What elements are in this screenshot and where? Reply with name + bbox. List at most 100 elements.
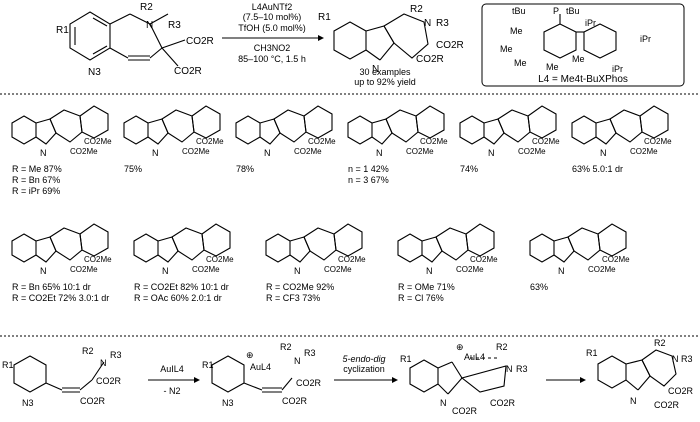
scope-co2me-5: CO2Me bbox=[532, 137, 560, 146]
starting-material-structure: R1 N3 R2 N R3 CO2R CO2R bbox=[56, 2, 214, 78]
scope-yield-1-3: R = iPr 69% bbox=[12, 186, 60, 196]
scope-co2me-10: CO2Me bbox=[470, 255, 498, 264]
scope-yield-6-1: 63% 5.0:1 dr bbox=[572, 164, 623, 174]
mech2-r3: R3 bbox=[304, 348, 316, 358]
scope-yield-9-1: R = CO2Me 92% bbox=[266, 282, 334, 292]
mech4-r2: R2 bbox=[654, 338, 666, 348]
scope-co2me-2: CO2Me bbox=[196, 137, 224, 146]
mech-r1: R1 bbox=[2, 360, 14, 370]
mech4-co2r-2: CO2R bbox=[654, 400, 680, 410]
ligand-ipr-2: iPr bbox=[640, 34, 651, 44]
scope-yield-3-1: 78% bbox=[236, 164, 254, 174]
scope-co2me-b-10: CO2Me bbox=[456, 265, 484, 274]
mechanism-substrate: R1 N3 R2 N R3 CO2R CO2R bbox=[2, 346, 122, 408]
step1-byproduct: - N2 bbox=[163, 386, 180, 396]
ligand-ipr-1: iPr bbox=[585, 18, 596, 28]
step1-reagent: AuIL4 bbox=[160, 364, 184, 374]
scope-yield-7-1: R = Bn 65% 10:1 dr bbox=[12, 282, 91, 292]
scope-yield-1-1: R = Me 87% bbox=[12, 164, 62, 174]
scope-nh-8: N bbox=[162, 266, 169, 276]
mech-r3: R3 bbox=[110, 350, 122, 360]
mech3-co2r-1: CO2R bbox=[452, 406, 478, 416]
scope-yield-10-1: R = OMe 71% bbox=[398, 282, 455, 292]
scope-co2me-b-4: CO2Me bbox=[406, 147, 434, 156]
mech3-aul4: AuL4 bbox=[464, 352, 485, 362]
mech2-aul4: AuL4 bbox=[250, 362, 271, 372]
scope-co2me-9: CO2Me bbox=[338, 255, 366, 264]
r3-label: R3 bbox=[168, 20, 181, 31]
scope-co2me-b-2: CO2Me bbox=[182, 147, 210, 156]
scope-yield-5-1: 74% bbox=[460, 164, 478, 174]
mech2-n3: N3 bbox=[222, 398, 234, 408]
ligand-ipr-3: iPr bbox=[612, 64, 623, 74]
scope-yield-1-2: R = Bn 67% bbox=[12, 175, 60, 185]
scope-nh-1: N bbox=[40, 148, 47, 158]
ligand-me-3: Me bbox=[514, 58, 527, 68]
scope-co2me-4: CO2Me bbox=[420, 137, 448, 146]
n-label: N bbox=[146, 20, 153, 31]
scope-yield-11-1: 63% bbox=[530, 282, 548, 292]
conditions: 85–100 °C, 1.5 h bbox=[238, 54, 306, 64]
mech-n3: N3 bbox=[22, 398, 34, 408]
scope-yield-4-1: n = 1 42% bbox=[348, 164, 389, 174]
mech3-r1: R1 bbox=[400, 354, 412, 364]
mech4-n: N bbox=[672, 354, 679, 364]
product-n: N bbox=[424, 18, 431, 29]
scope-co2me-b-11: CO2Me bbox=[588, 265, 616, 274]
product-co2r-2: CO2R bbox=[416, 54, 444, 65]
scope-nh-6: N bbox=[600, 148, 607, 158]
catalyst: L4AuNTf2 bbox=[252, 2, 293, 12]
mech-r2: R2 bbox=[82, 346, 94, 356]
scope-yield-7-2: R = CO2Et 72% 3.0:1 dr bbox=[12, 293, 109, 303]
mech2-co2r-2: CO2R bbox=[282, 396, 308, 406]
scope-nh-9: N bbox=[294, 266, 301, 276]
mech2-plus: ⊕ bbox=[246, 350, 254, 360]
product-nh: N bbox=[372, 64, 379, 75]
scope-yield-9-2: R = CF3 73% bbox=[266, 293, 320, 303]
ligand-box: tBu P tBu iPr iPr iPr Me Me Me Me Me L4 … bbox=[481, 3, 685, 87]
mech3-plus: ⊕ bbox=[456, 342, 464, 352]
product-r3: R3 bbox=[436, 18, 449, 29]
ligand-me-1: Me bbox=[510, 26, 523, 36]
mech4-co2r-1: CO2R bbox=[668, 386, 694, 396]
product-r2: R2 bbox=[410, 4, 423, 15]
scope-co2me-b-9: CO2Me bbox=[324, 265, 352, 274]
scope-co2me-1: CO2Me bbox=[84, 137, 112, 146]
scope-co2me-b-6: CO2Me bbox=[630, 147, 658, 156]
mech3-nn: N bbox=[506, 364, 513, 374]
product-r1: R1 bbox=[318, 12, 331, 23]
mech3-co2r-2: CO2R bbox=[490, 398, 516, 408]
mech4-r1: R1 bbox=[586, 348, 598, 358]
mechanism-arrow-3 bbox=[546, 377, 586, 383]
ligand-tbu-1: tBu bbox=[512, 6, 526, 16]
mechanism-cyclized: R1 N ⊕ AuL4 R2 N R3 CO2R CO2R bbox=[400, 342, 528, 416]
scope-yield-4-2: n = 3 67% bbox=[348, 175, 389, 185]
mechanism-au-complex: R1 N3 ⊕ AuL4 R2 N R3 CO2R CO2R bbox=[202, 342, 322, 408]
scope-yield-8-1: R = CO2Et 82% 10:1 dr bbox=[134, 282, 229, 292]
scope-yield-8-2: R = OAc 60% 2.0:1 dr bbox=[134, 293, 222, 303]
ligand-label: L4 = Me4t-BuXPhos bbox=[538, 74, 628, 85]
scope-nh-5: N bbox=[488, 148, 495, 158]
mech-co2r-2: CO2R bbox=[80, 396, 106, 406]
scope-nh-11: N bbox=[558, 266, 565, 276]
mech4-r3: R3 bbox=[681, 354, 693, 364]
step2-label2: cyclization bbox=[343, 364, 385, 374]
scope-co2me-8: CO2Me bbox=[206, 255, 234, 264]
acid: TfOH (5.0 mol%) bbox=[238, 23, 306, 33]
scope-nh-2: N bbox=[152, 148, 159, 158]
mechanism-arrow-1 bbox=[148, 377, 200, 383]
scope-co2me-b-3: CO2Me bbox=[294, 147, 322, 156]
product-co2r-1: CO2R bbox=[436, 40, 464, 51]
reaction-arrow bbox=[222, 35, 324, 41]
mech-n: N bbox=[100, 358, 107, 368]
